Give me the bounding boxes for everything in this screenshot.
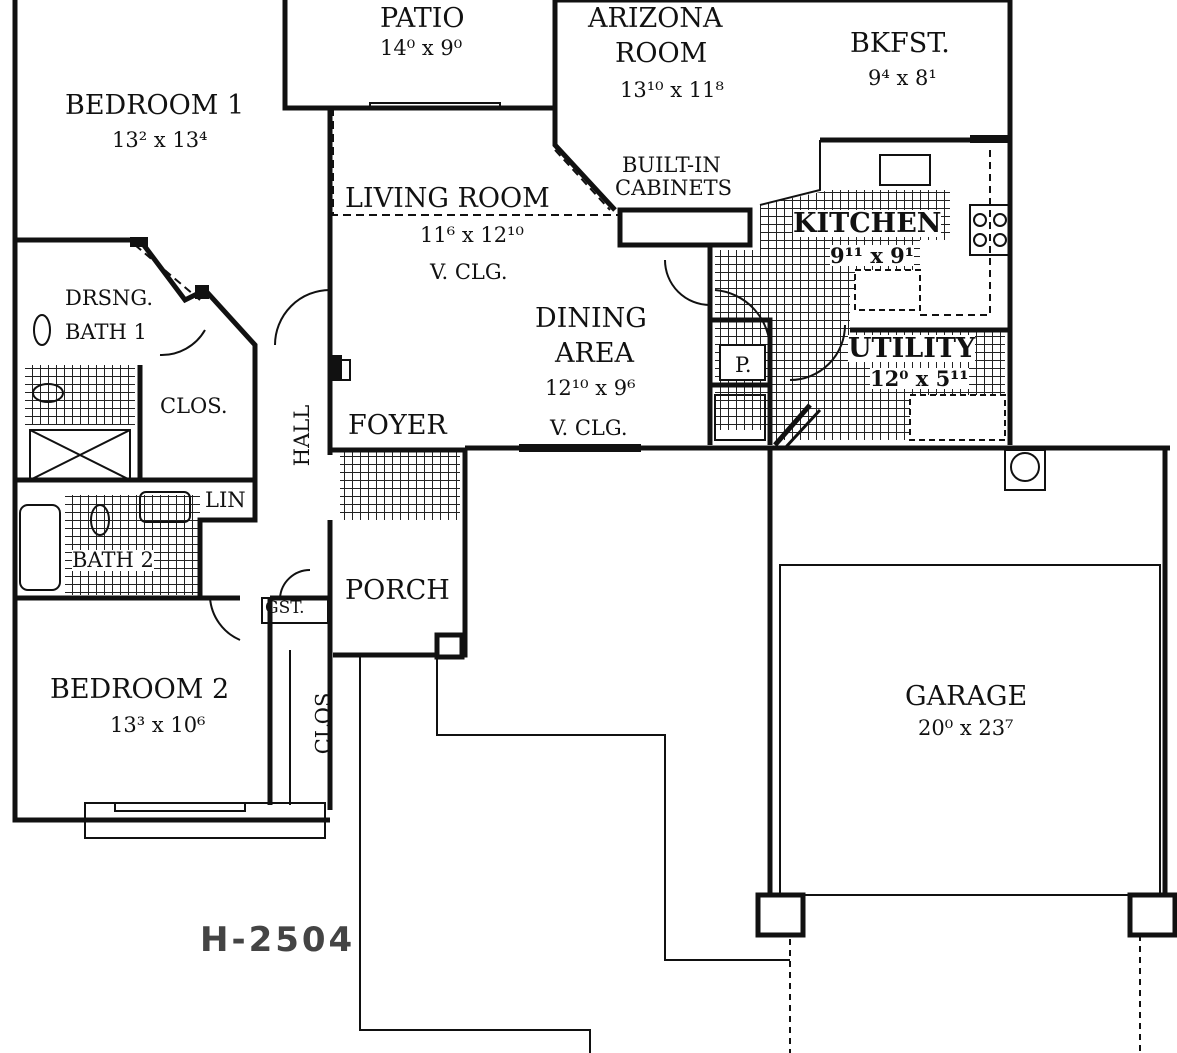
clos1-label: CLOS. xyxy=(160,394,228,418)
built-in-cabinets-label-2: CABINETS xyxy=(615,176,733,200)
utility-size: 12⁰ x 5¹¹ xyxy=(870,366,969,391)
kitchen-size: 9¹¹ x 9¹ xyxy=(830,243,914,268)
posts xyxy=(434,632,1177,938)
garage-size: 20⁰ x 23⁷ xyxy=(918,716,1014,740)
dining-area-note: V. CLG. xyxy=(550,416,628,440)
thin-lines xyxy=(19,102,1161,1053)
bath1-label: BATH 1 xyxy=(65,320,147,344)
clos2-label: CLOS. xyxy=(311,686,336,755)
patio-label: PATIO xyxy=(380,3,465,34)
dining-area-label-2: AREA xyxy=(555,338,635,369)
bkfst-label: BKFST. xyxy=(850,28,950,59)
living-room-label: LIVING ROOM xyxy=(345,183,550,214)
lin-label: LIN xyxy=(205,488,246,512)
porch-label: PORCH xyxy=(345,575,450,606)
bedroom2-size: 13³ x 10⁶ xyxy=(110,713,206,737)
bedroom2-label: BEDROOM 2 xyxy=(50,674,230,705)
kitchen-label: KITCHEN xyxy=(793,208,942,239)
bedroom1-size: 13² x 13⁴ xyxy=(112,128,208,152)
gst-label: GST. xyxy=(265,598,305,618)
garage-label: GARAGE xyxy=(905,681,1028,712)
arizona-room-label-1: ARIZONA xyxy=(588,3,723,34)
drsng-label: DRSNG. xyxy=(65,286,154,310)
living-room-size: 11⁶ x 12¹⁰ xyxy=(420,223,524,247)
patio-size: 14⁰ x 9⁰ xyxy=(380,36,463,60)
plan-code: H-2504 xyxy=(200,920,356,960)
bkfst-size: 9⁴ x 8¹ xyxy=(868,66,937,90)
arizona-room-size: 13¹⁰ x 11⁸ xyxy=(620,78,724,102)
living-room-note: V. CLG. xyxy=(430,260,508,284)
built-in-cabinets-label-1: BUILT-IN xyxy=(622,153,721,177)
foyer-label: FOYER xyxy=(348,410,447,441)
dining-area-size: 12¹⁰ x 9⁶ xyxy=(545,376,636,400)
wall-blocks xyxy=(130,135,1010,380)
utility-label: UTILITY xyxy=(848,333,976,364)
arizona-room-label-2: ROOM xyxy=(615,38,708,69)
pantry-label: P. xyxy=(735,353,752,377)
bedroom1-label: BEDROOM 1 xyxy=(65,90,245,121)
hall-label: HALL xyxy=(290,404,315,467)
bath2-label: BATH 2 xyxy=(72,548,154,572)
dining-area-label-1: DINING xyxy=(535,303,647,334)
